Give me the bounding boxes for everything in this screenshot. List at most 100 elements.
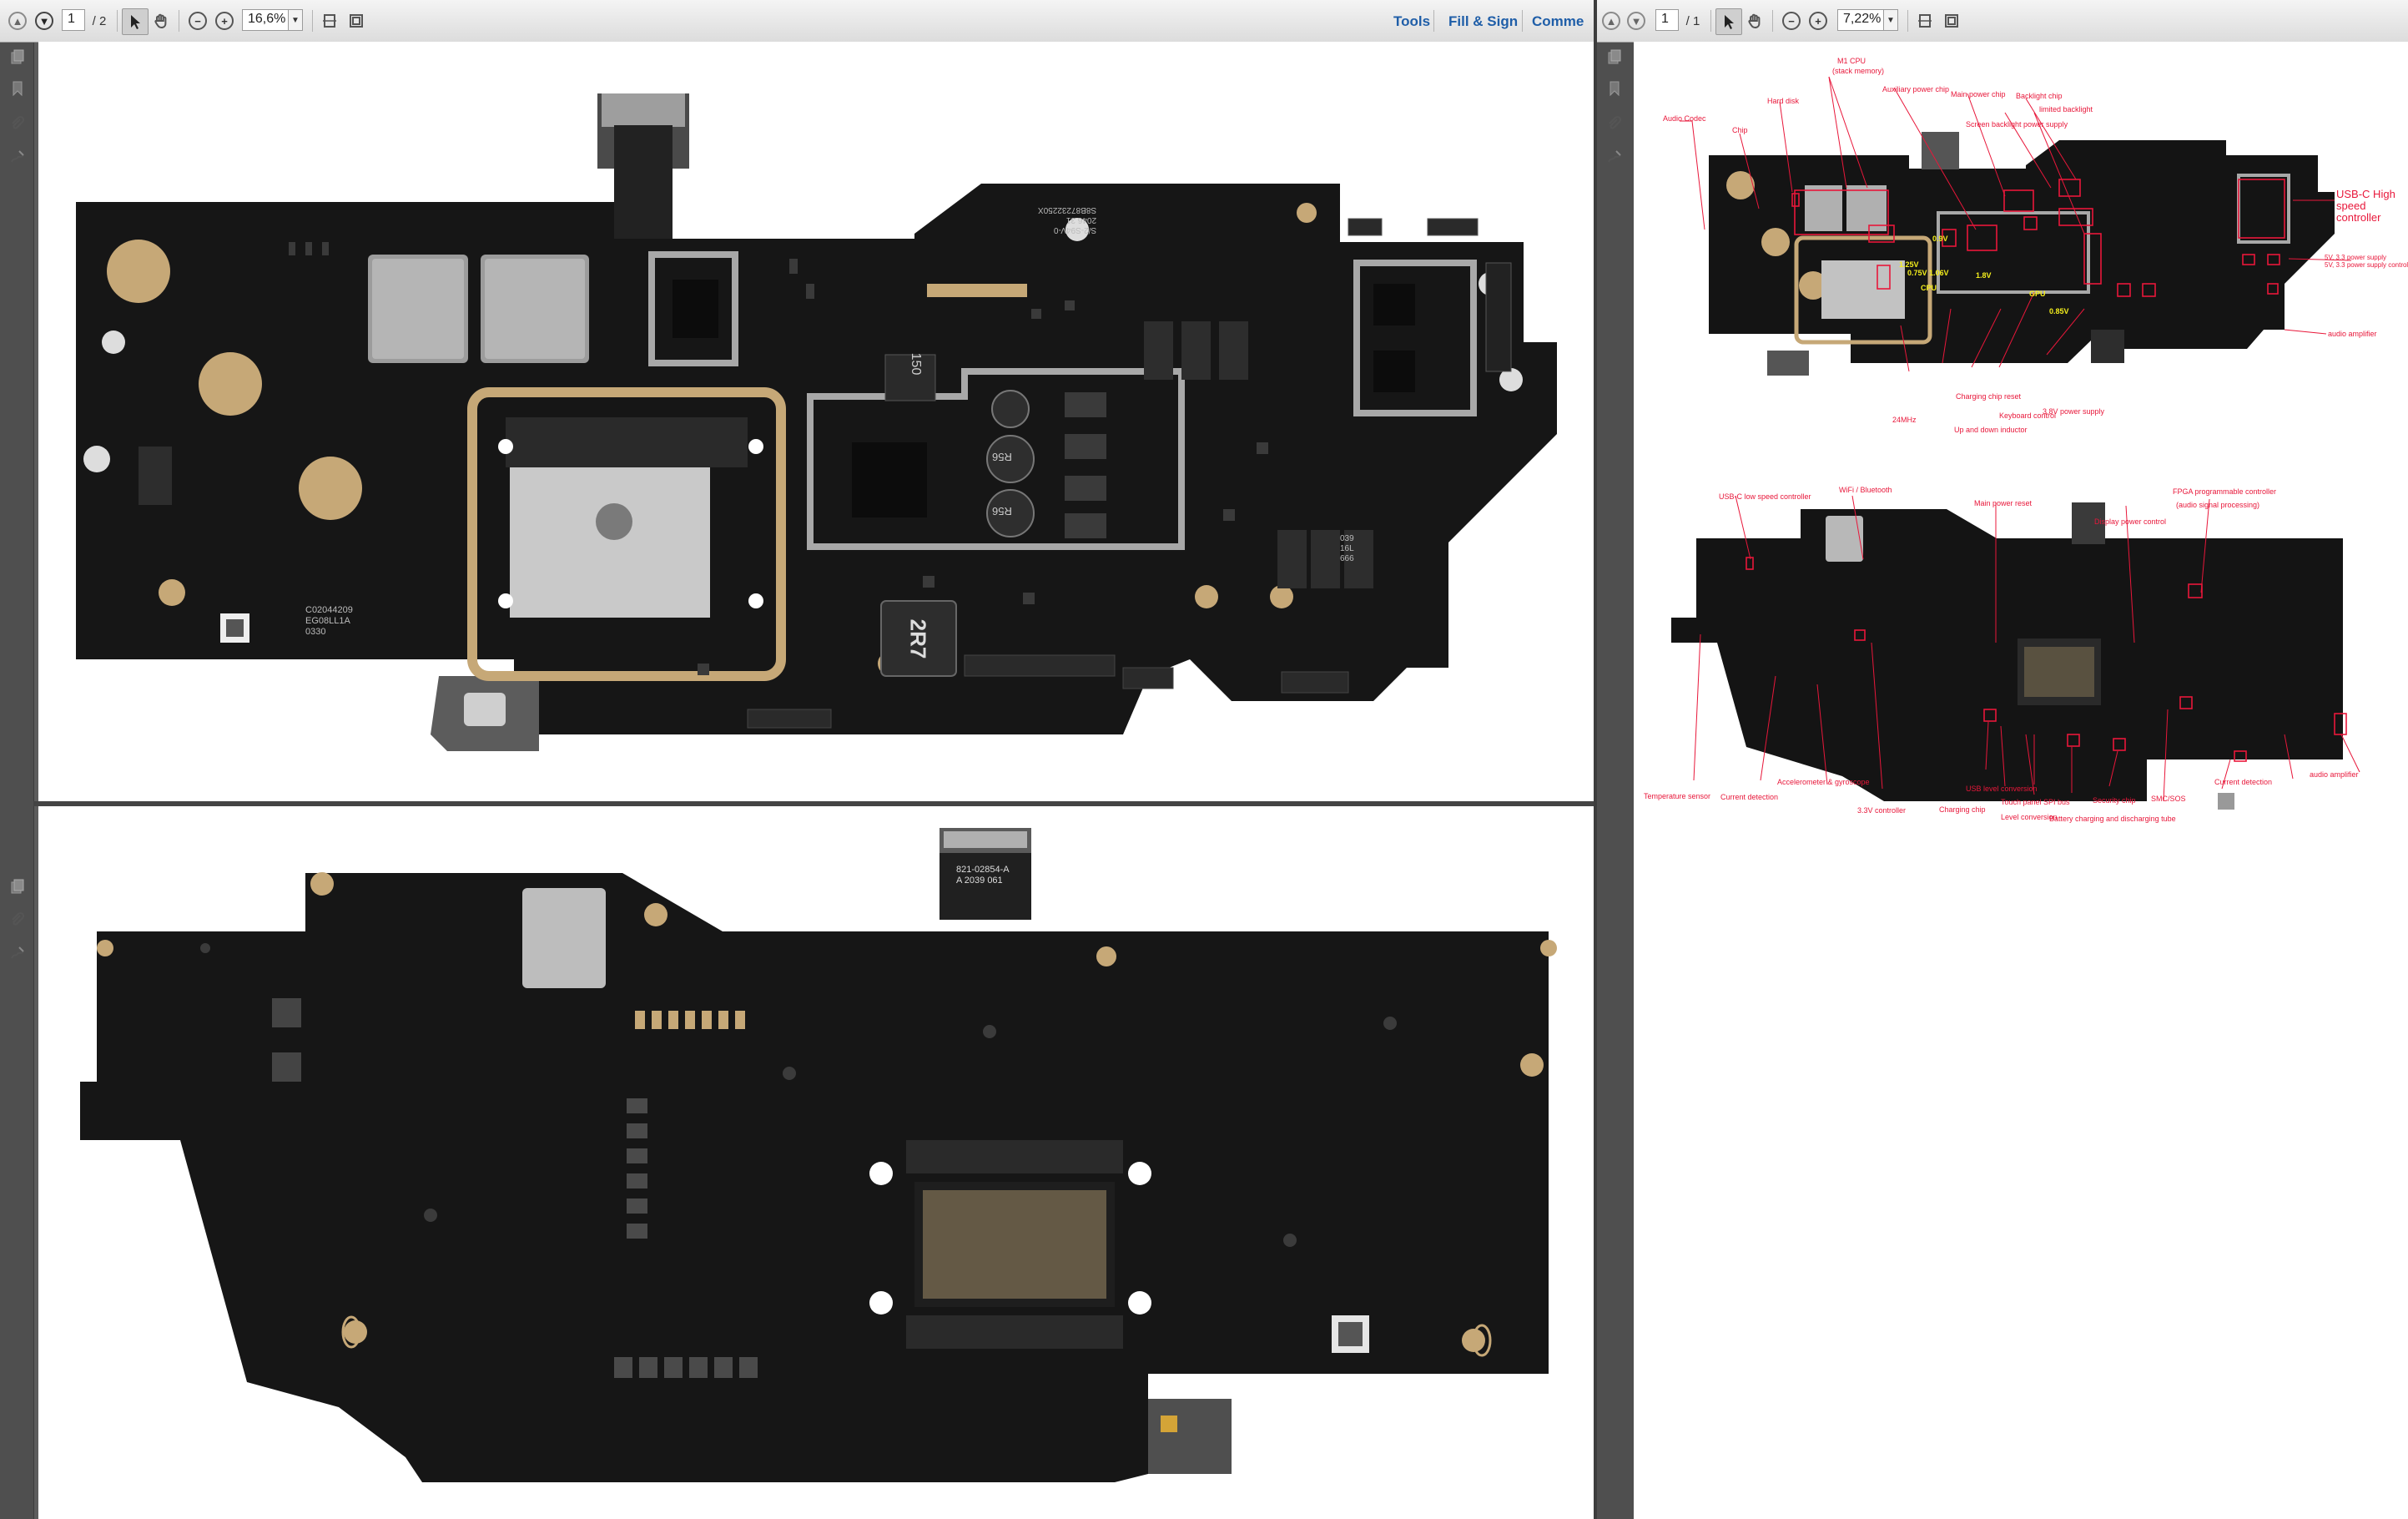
toolbar-divider xyxy=(1772,10,1773,32)
zoom-in-button[interactable]: + xyxy=(212,8,237,33)
annotation-backlight-chip: Backlight chip xyxy=(2016,92,2063,100)
pages-panel-button[interactable] xyxy=(1605,48,1624,66)
fit-page-icon xyxy=(350,14,363,28)
toolbar-divider xyxy=(1710,10,1711,32)
zoom-input[interactable]: 7,22% xyxy=(1837,9,1884,31)
arrow-up-icon: ▲ xyxy=(8,12,27,30)
next-page-button[interactable]: ▼ xyxy=(32,8,57,33)
paperclip-icon xyxy=(12,115,25,129)
annotation-audio-amplifier: audio amplifier xyxy=(2328,330,2377,338)
zoom-input[interactable]: 16,6% xyxy=(242,9,289,31)
toolbar-divider xyxy=(117,10,118,32)
signature-pen-icon xyxy=(11,946,24,959)
pages-panel-button-2[interactable] xyxy=(8,877,27,896)
chevron-down-icon: ▼ xyxy=(291,15,300,25)
pages-panel-button[interactable] xyxy=(8,48,27,66)
zoom-dropdown[interactable]: ▼ xyxy=(288,9,303,31)
hand-icon xyxy=(154,13,167,29)
toolbar-divider xyxy=(312,10,313,32)
annotation-temp-sensor: Temperature sensor xyxy=(1644,792,1711,800)
pdf-window-right: ▲ ▼ 1 / 1 − + 7,22% ▼ xyxy=(1594,0,2408,1519)
minus-icon: − xyxy=(189,12,207,30)
toolbar-divider xyxy=(1522,10,1523,32)
signatures-panel-button-2[interactable] xyxy=(8,944,27,962)
toolbar-divider xyxy=(1433,10,1434,32)
page-number-input[interactable]: 1 xyxy=(1655,9,1679,31)
tools-menu[interactable]: Tools xyxy=(1393,13,1431,29)
annotation-security-chip: Security chip xyxy=(2093,796,2136,805)
zoom-out-button[interactable]: − xyxy=(1779,8,1804,33)
toolbar-right: ▲ ▼ 1 / 1 − + 7,22% ▼ xyxy=(1597,0,2408,43)
signatures-panel-button[interactable] xyxy=(1605,148,1624,166)
annotation-5v-power-control: 5V, 3.3 power supply control xyxy=(2325,261,2408,269)
annotation-main-power: Main power chip xyxy=(1951,90,2006,98)
pdf-page-2: 821-02854-A A 2039 061 xyxy=(38,806,1594,1519)
bookmark-icon xyxy=(13,81,23,97)
annotation-accel-gyro: Accelerometer & gyroscope xyxy=(1777,778,1870,786)
annotation-current-detection-1: Current detection xyxy=(1720,793,1779,801)
pdf-window-left: ▲ ▼ 1 / 2 − + 16,6% ▼ Tools Fill & Sign … xyxy=(0,0,1594,1519)
annotation-smc-sos: SMC/SOS xyxy=(2151,795,2186,803)
bookmarks-panel-button[interactable] xyxy=(8,79,27,98)
fit-width-button[interactable] xyxy=(1912,8,1937,33)
fit-width-button[interactable] xyxy=(317,8,342,33)
annotated-board-top xyxy=(1680,76,2352,376)
zoom-out-button[interactable]: − xyxy=(185,8,210,33)
cap-line: 039 xyxy=(1340,534,1354,543)
board-id-line: 2046 31 xyxy=(1065,215,1097,225)
zoom-dropdown[interactable]: ▼ xyxy=(1883,9,1898,31)
toolbar-left: ▲ ▼ 1 / 2 − + 16,6% ▼ Tools Fill & Sign … xyxy=(0,0,1594,43)
board-id-line: S8B87232250X xyxy=(1038,205,1097,214)
cursor-arrow-icon xyxy=(1725,15,1734,29)
select-tool-button[interactable] xyxy=(1715,8,1742,35)
zoom-in-button[interactable]: + xyxy=(1806,8,1831,33)
annotation-fpga-sub: (audio signal processing) xyxy=(2176,501,2260,509)
annotation-limited-backlight: limited backlight xyxy=(2039,105,2093,114)
select-tool-button[interactable] xyxy=(122,8,149,35)
voltage-cpu: CPU xyxy=(1921,284,1937,292)
pages-icon xyxy=(11,49,24,64)
capacitor-label: 039 16L 666 xyxy=(1340,534,1354,564)
pages-icon xyxy=(1608,49,1621,64)
signatures-panel-button[interactable] xyxy=(8,148,27,166)
annotation-aux-power: Auxiliary power chip xyxy=(1882,85,1950,93)
voltage-0v75: 0.75V 1.06V xyxy=(1907,269,1949,277)
annotation-usbc-high-speed: USB-C High speed controller xyxy=(2336,188,2395,224)
serial-line: 0330 xyxy=(305,627,326,637)
arrow-up-icon: ▲ xyxy=(1602,12,1620,30)
voltage-1v8: 1.8V xyxy=(1976,271,1992,280)
page-number-input[interactable]: 1 xyxy=(62,9,85,31)
annotation-usbc-low-speed: USB-C low speed controller xyxy=(1719,492,1811,501)
attachments-panel-button-2[interactable] xyxy=(8,911,27,929)
toolbar-divider xyxy=(1907,10,1908,32)
inductor-label-2r7: 2R7 xyxy=(905,618,931,659)
comment-menu[interactable]: Comme xyxy=(1532,13,1584,29)
flex-label-line: 821-02854-A xyxy=(956,865,1010,875)
flex-cable-label: 821-02854-A A 2039 061 xyxy=(956,865,1010,886)
board-id-line: S/2-S94V-0 xyxy=(1053,225,1097,235)
attachments-panel-button[interactable] xyxy=(1605,114,1624,133)
annotation-current-detection-2: Current detection xyxy=(2214,778,2273,786)
hand-tool-button[interactable] xyxy=(149,8,174,33)
serial-line: EG08LL1A xyxy=(305,616,350,626)
serial-line: C02044209 xyxy=(305,605,353,615)
bookmark-icon xyxy=(1610,81,1620,97)
annotation-charging-chip: Charging chip xyxy=(1939,805,1986,814)
annotation-battery-tube: Battery charging and discharging tube xyxy=(2049,815,2176,823)
attachments-panel-button[interactable] xyxy=(8,114,27,133)
annotation-main-power-reset: Main power reset xyxy=(1974,499,2033,507)
prev-page-button[interactable]: ▲ xyxy=(1599,8,1624,33)
inductor-label-r56-b: R56 xyxy=(992,505,1012,517)
cap-line: 16L xyxy=(1340,544,1354,553)
fit-page-button[interactable] xyxy=(1939,8,1964,33)
fill-sign-menu[interactable]: Fill & Sign xyxy=(1448,13,1519,29)
prev-page-button[interactable]: ▲ xyxy=(5,8,30,33)
fit-width-icon xyxy=(1918,14,1932,28)
inductor-label-150: 150 xyxy=(909,352,923,376)
next-page-button[interactable]: ▼ xyxy=(1624,8,1649,33)
annotation-usb-level: USB level conversion xyxy=(1966,785,2038,793)
hand-tool-button[interactable] xyxy=(1742,8,1767,33)
fit-page-button[interactable] xyxy=(344,8,369,33)
minus-icon: − xyxy=(1782,12,1801,30)
bookmarks-panel-button[interactable] xyxy=(1605,79,1624,98)
